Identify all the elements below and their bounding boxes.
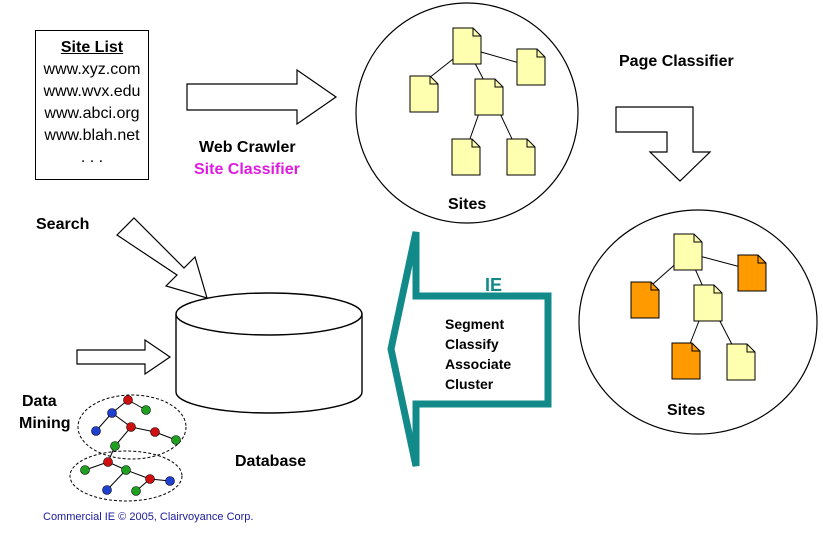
ie-step: Cluster xyxy=(445,376,494,392)
page-icon xyxy=(452,27,482,65)
cluster-ellipse-2 xyxy=(69,450,183,502)
page-icon xyxy=(474,78,504,116)
site-list-box: Site List www.xyz.com www.wvx.edu www.ab… xyxy=(35,30,149,180)
cluster-ellipse-1 xyxy=(77,394,187,460)
site-classifier-label: Site Classifier xyxy=(194,161,300,178)
page-classifier-label: Page Classifier xyxy=(619,53,734,70)
site-list-title: Site List xyxy=(60,39,124,56)
sites-bottom-label: Sites xyxy=(667,402,706,419)
page-icon xyxy=(671,342,701,380)
ie-label: IE xyxy=(485,275,503,295)
ie-step: Classify xyxy=(445,336,499,352)
ie-step: Associate xyxy=(445,356,512,372)
page-icon xyxy=(451,138,481,176)
page-icon xyxy=(726,343,756,381)
site-list-item: www.blah.net xyxy=(44,127,140,144)
copyright-notice: Commercial IE © 2005, Clairvoyance Corp. xyxy=(43,511,254,523)
cluster-edges xyxy=(84,399,177,492)
search-arrow xyxy=(116,217,208,299)
page-icon xyxy=(516,48,546,86)
data-mining-label: Data Mining xyxy=(19,391,71,435)
data-mining-line: Data xyxy=(22,393,57,410)
site-list-item: www.abci.org xyxy=(44,105,140,122)
site-list-item: www.xyz.com xyxy=(43,61,141,78)
site-list-item: . . . xyxy=(80,149,104,166)
site-list-item: www.wvx.edu xyxy=(43,83,141,100)
ie-step: Segment xyxy=(445,316,505,332)
web-crawler-label: Web Crawler xyxy=(199,139,296,156)
page-classifier-arrow xyxy=(615,106,712,182)
page-icon xyxy=(673,233,703,271)
page-icon xyxy=(409,75,439,113)
database-cylinder xyxy=(175,292,363,414)
database-label: Database xyxy=(235,453,307,470)
page-icon xyxy=(693,284,723,322)
page-icon xyxy=(737,254,767,292)
sites-top-label: Sites xyxy=(448,196,487,213)
ie-arrow xyxy=(387,231,552,467)
ie-arrow-mask xyxy=(552,299,564,401)
cluster-nodes xyxy=(80,395,181,496)
page-icon xyxy=(506,138,536,176)
crawler-arrow xyxy=(186,68,338,126)
ie-steps: Segment Classify Associate Cluster xyxy=(445,314,545,394)
page-icon xyxy=(630,281,660,319)
search-label: Search xyxy=(36,216,90,233)
data-mining-arrow xyxy=(76,338,172,376)
data-mining-line: Mining xyxy=(19,415,71,432)
